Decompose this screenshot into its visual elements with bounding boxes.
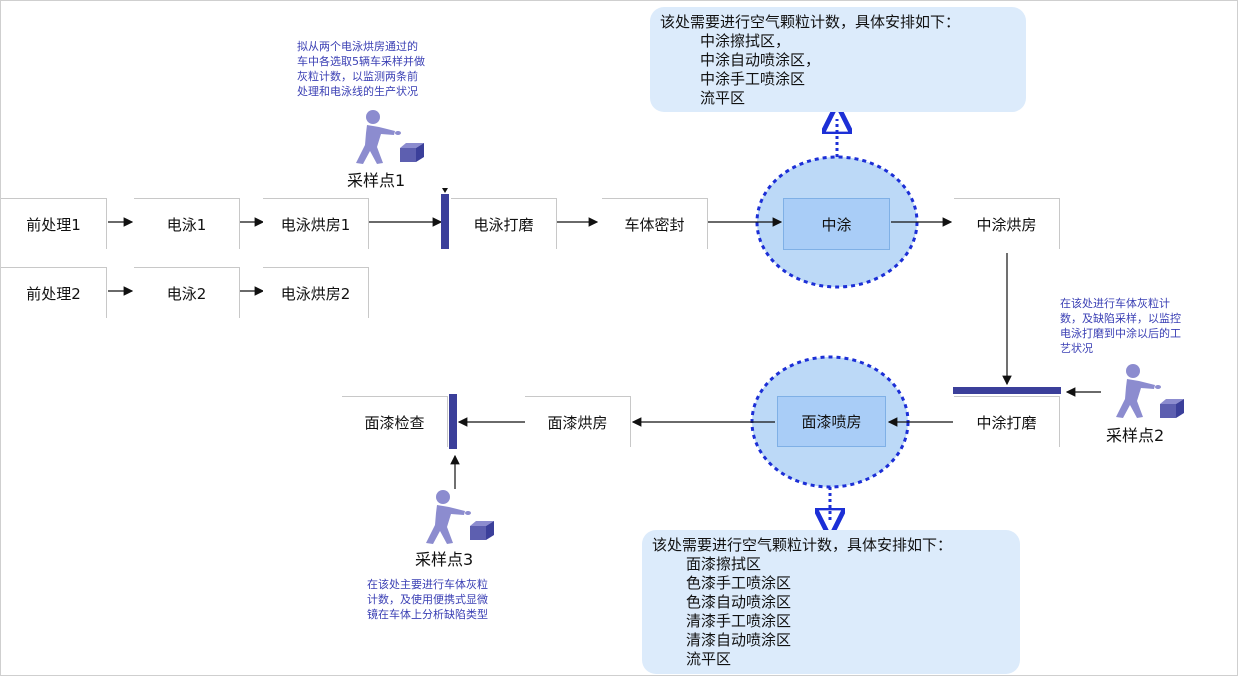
pretreatment-1-box: 前处理1 — [1, 198, 107, 249]
sample-2-note: 在该处进行车体灰粒计 数，及缺陷采样，以监控 电泳打磨到中涂以后的工 艺状况 — [1060, 296, 1232, 356]
note-line: 计数，及使用便携式显微 — [367, 593, 488, 606]
top-coat-oven-box: 面漆烘房 — [525, 396, 631, 447]
note-line: 车中各选取5辆车采样并做 — [297, 55, 425, 68]
e-coat-sanding-box: 电泳打磨 — [451, 198, 557, 249]
sample-box-icon — [470, 521, 494, 540]
note-line: 数，及缺陷采样，以监控 — [1060, 312, 1181, 325]
callout-item: 中涂手工喷涂区 — [700, 70, 806, 88]
mid-coat-sanding-box: 中涂打磨 — [954, 396, 1060, 447]
top-coat-inspection-box: 面漆检查 — [342, 396, 448, 447]
callout-item: 清漆手工喷涂区 — [686, 612, 792, 630]
e-coat-2-box: 电泳2 — [134, 267, 240, 318]
person-sampling-icon — [356, 110, 401, 164]
sample-1-note: 拟从两个电泳烘房通过的 车中各选取5辆车采样并做 灰粒计数，以监测两条前 处理和… — [297, 39, 477, 99]
callout-title: 该处需要进行空气颗粒计数，具体安排如下： — [652, 536, 953, 554]
note-line: 在该处进行车体灰粒计 — [1060, 297, 1170, 310]
callout-item: 流平区 — [700, 89, 746, 107]
note-line: 拟从两个电泳烘房通过的 — [297, 40, 418, 53]
mid-coat-callout: 该处需要进行空气颗粒计数，具体安排如下： 中涂擦拭区， 中涂自动喷涂区， 中涂手… — [650, 7, 1026, 112]
top-coat-callout: 该处需要进行空气颗粒计数，具体安排如下： 面漆擦拭区 色漆手工喷涂区 色漆自动喷… — [642, 530, 1020, 674]
sample-3-note: 在该处主要进行车体灰粒 计数，及使用便携式显微 镜在车体上分析缺陷类型 — [367, 577, 547, 622]
callout-item: 中涂自动喷涂区， — [700, 51, 821, 69]
person-sampling-icon — [1116, 364, 1161, 418]
e-coat-oven-2-box: 电泳烘房2 — [263, 267, 369, 318]
callout-item: 色漆手工喷涂区 — [686, 574, 792, 592]
sample-point-2-label: 采样点2 — [1106, 426, 1165, 445]
sample-box-icon — [1160, 399, 1184, 418]
note-line: 灰粒计数，以监测两条前 — [297, 70, 418, 83]
pretreatment-2-box: 前处理2 — [1, 267, 107, 318]
sample-bar-2 — [953, 387, 1061, 394]
note-line: 镜在车体上分析缺陷类型 — [367, 608, 488, 621]
sample-point-3-label: 采样点3 — [415, 550, 474, 569]
person-sampling-icon — [426, 490, 471, 544]
sample-box-icon — [400, 143, 424, 162]
mid-coat-box: 中涂 — [783, 198, 890, 250]
callout-item: 面漆擦拭区 — [686, 555, 762, 573]
top-coat-spray-booth-box: 面漆喷房 — [777, 396, 886, 447]
callout-item: 中涂擦拭区， — [700, 32, 791, 50]
callout-item: 清漆自动喷涂区 — [686, 631, 792, 649]
sample-bar-1 — [441, 194, 449, 249]
e-coat-oven-1-box: 电泳烘房1 — [263, 198, 369, 249]
note-line: 艺状况 — [1060, 342, 1093, 355]
note-line: 在该处主要进行车体灰粒 — [367, 578, 488, 591]
sample-point-1-label: 采样点1 — [347, 171, 406, 190]
callout-title: 该处需要进行空气颗粒计数，具体安排如下： — [660, 13, 961, 31]
mid-coat-oven-box: 中涂烘房 — [954, 198, 1060, 249]
sample-bar-1-tip — [442, 188, 448, 193]
note-line: 处理和电泳线的生产状况 — [297, 85, 418, 98]
callout-item: 色漆自动喷涂区 — [686, 593, 792, 611]
sample-bar-3 — [449, 394, 457, 449]
note-line: 电泳打磨到中涂以后的工 — [1060, 327, 1181, 340]
body-sealing-box: 车体密封 — [602, 198, 708, 249]
e-coat-1-box: 电泳1 — [134, 198, 240, 249]
callout-item: 流平区 — [686, 650, 732, 668]
